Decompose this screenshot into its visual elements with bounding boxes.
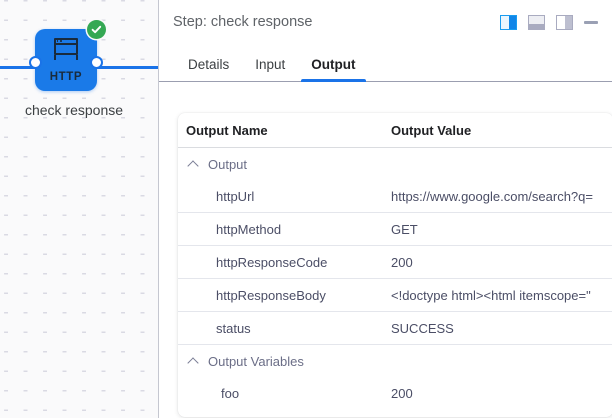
tab-input[interactable]: Input [255, 57, 286, 72]
group-label-output: Output [208, 156, 248, 172]
tab-output[interactable]: Output [298, 57, 368, 82]
chevron-up-icon [188, 159, 199, 170]
node-caption: check response [24, 102, 124, 118]
table-row[interactable]: httpResponseCode 200 [178, 246, 612, 279]
group-toggle-output[interactable]: Output [178, 157, 247, 172]
layout-split-left-icon[interactable] [556, 14, 573, 30]
workflow-canvas[interactable]: HTTP check response [0, 0, 158, 418]
table-row[interactable]: httpMethod GET [178, 213, 612, 246]
output-name-foo: foo [221, 386, 240, 401]
group-toggle-output-variables[interactable]: Output Variables [178, 354, 304, 369]
layout-dock-bottom-icon[interactable] [528, 14, 545, 30]
output-value-httpresponsecode: 200 [391, 254, 413, 270]
node-check-response[interactable]: HTTP [29, 20, 106, 91]
column-header-output-name: Output Name [186, 122, 268, 138]
output-name-httpmethod: httpMethod [216, 221, 282, 237]
output-table: Output Name Output Value Output httpUrl … [178, 113, 612, 417]
http-label: HTTP [49, 71, 83, 83]
panel-header-actions [500, 14, 598, 30]
output-name-httpresponsecode: httpResponseCode [216, 254, 328, 270]
chevron-up-icon [188, 356, 199, 367]
group-row-output[interactable]: Output [178, 148, 612, 180]
panel-tabbar: Details Input Output [159, 44, 612, 82]
output-name-httpresponsebody: httpResponseBody [216, 287, 326, 303]
table-row[interactable]: httpUrl https://www.google.com/search?q= [178, 180, 612, 213]
table-row[interactable]: httpResponseBody <!doctype html><html it… [178, 279, 612, 312]
tab-details[interactable]: Details [188, 57, 230, 72]
output-value-httpurl: https://www.google.com/search?q= [391, 188, 593, 204]
table-header-row: Output Name Output Value [178, 113, 612, 148]
success-check-badge [87, 20, 106, 39]
panel-header: Step: check response [159, 0, 612, 44]
table-row[interactable]: foo 200 [178, 377, 612, 410]
node-input-port[interactable] [29, 56, 42, 69]
panel-title: Step: check response [173, 14, 313, 30]
group-row-output-variables[interactable]: Output Variables [178, 345, 612, 377]
output-value-httpmethod: GET [391, 221, 418, 237]
output-value-foo: 200 [391, 386, 413, 401]
node-output-port[interactable] [90, 56, 103, 69]
output-name-status: status [216, 320, 251, 336]
layout-split-right-icon[interactable] [500, 14, 517, 30]
panel-body: Output Name Output Value Output httpUrl … [159, 83, 612, 418]
group-label-output-variables: Output Variables [208, 353, 304, 369]
output-name-httpurl: httpUrl [216, 188, 255, 204]
output-value-httpresponsebody: <!doctype html><html itemscope=" [391, 287, 591, 303]
output-value-status: SUCCESS [391, 320, 454, 336]
http-node-icon [51, 38, 81, 62]
step-details-panel: Step: check response Details Input Outpu… [158, 0, 612, 418]
table-row[interactable]: status SUCCESS [178, 312, 612, 345]
column-header-output-value: Output Value [391, 122, 472, 138]
minimize-icon[interactable] [584, 20, 598, 24]
